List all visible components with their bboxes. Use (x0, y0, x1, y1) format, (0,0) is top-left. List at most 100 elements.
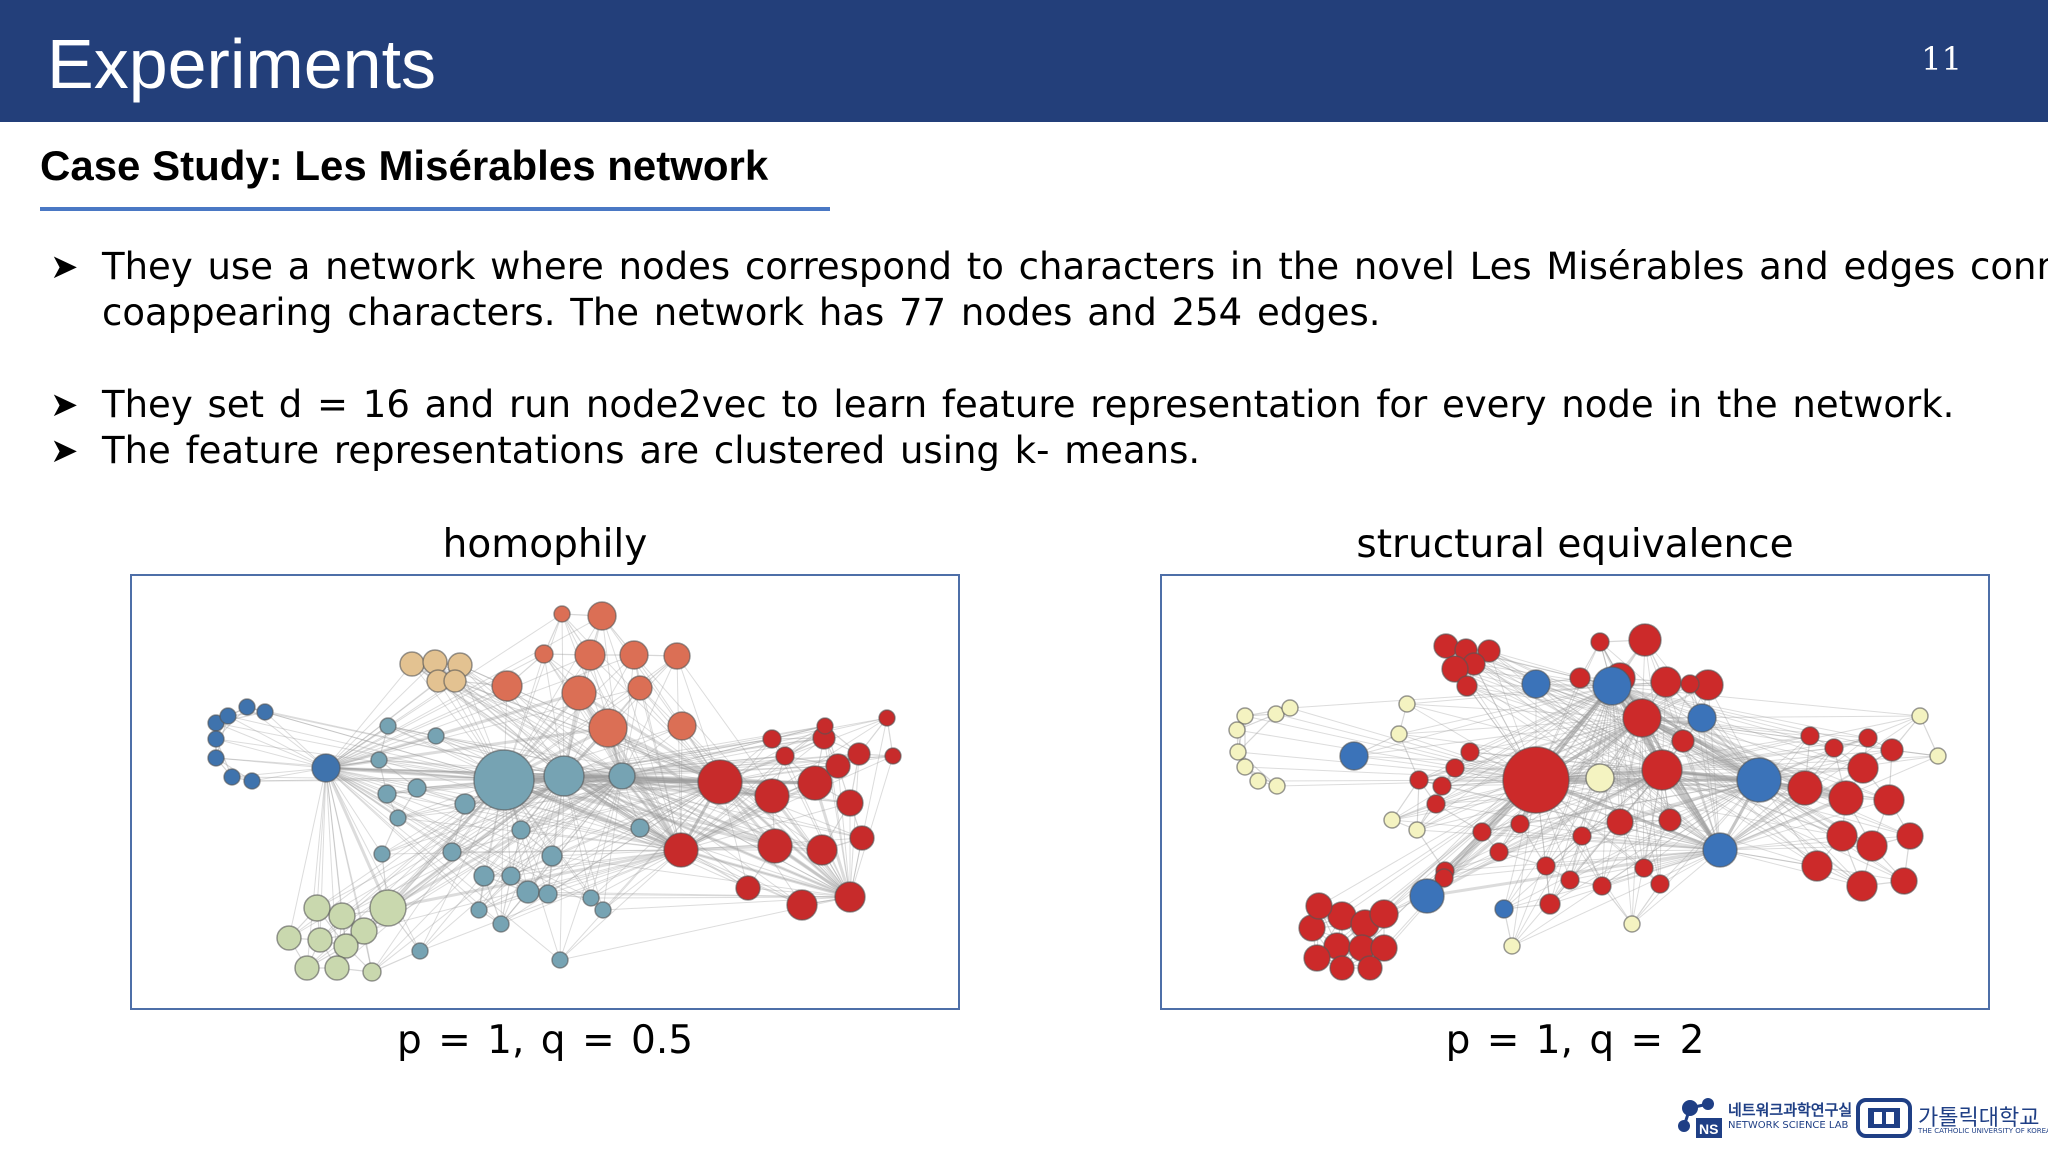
graph-node (588, 708, 628, 748)
graph-node (1828, 780, 1864, 816)
graph-node (379, 717, 397, 735)
slide-header: Experiments 11 (0, 0, 2048, 122)
university-name-english: THE CATHOLIC UNIVERSITY OF KOREA (1918, 1127, 2048, 1135)
graph-node (834, 881, 866, 913)
graph-node (207, 749, 225, 767)
graph-node (1409, 770, 1429, 790)
graph-node (1929, 747, 1947, 765)
graph-node (373, 845, 391, 863)
graph-node (369, 889, 407, 927)
graph-node (551, 951, 569, 969)
figure-title-structural: structural equivalence (1356, 522, 1794, 567)
lab-name-english: NETWORK SCIENCE LAB (1728, 1120, 1849, 1131)
network-figure-structural (1160, 574, 1990, 1010)
graph-node (276, 925, 302, 951)
graph-node (243, 772, 261, 790)
graph-node (1702, 832, 1738, 868)
graph-node (1628, 623, 1662, 657)
graph-node (1445, 758, 1465, 778)
graph-node (427, 727, 445, 745)
graph-node (511, 820, 531, 840)
university-emblem-icon (1856, 1098, 1912, 1138)
graph-node (757, 828, 793, 864)
graph-node (1281, 699, 1299, 717)
graph-node (1847, 752, 1879, 784)
graph-node (1426, 794, 1446, 814)
graph-node (762, 729, 782, 749)
graph-node (1592, 666, 1632, 706)
graph-node (1569, 667, 1591, 689)
bullet-item: ➤ The feature representations are cluste… (50, 428, 1970, 474)
figure-caption-structural: p = 1, q = 2 (1445, 1018, 1705, 1063)
lab-name-korean: 네트워크과학연구실 (1728, 1101, 1853, 1119)
arrow-bullet-icon: ➤ (50, 431, 79, 471)
graph-node (1826, 820, 1858, 852)
graph-node (328, 902, 356, 930)
network-nodes (207, 601, 902, 982)
bullet-text-line: coappearing characters. The network has … (102, 291, 1381, 334)
page-number: 11 (1921, 40, 1962, 78)
network-graph-homophily (207, 601, 902, 982)
graph-node (1606, 808, 1634, 836)
graph-node (1687, 703, 1717, 733)
graph-node (303, 894, 331, 922)
graph-node (754, 778, 790, 814)
graph-node (442, 842, 462, 862)
bullet-text-line: They use a network where nodes correspon… (102, 245, 2048, 288)
svg-text:NS: NS (1699, 1121, 1718, 1137)
graph-node (1671, 729, 1695, 753)
graph-node (1472, 822, 1492, 842)
graph-node (1911, 707, 1929, 725)
graph-node (1585, 763, 1615, 793)
bullet-item: ➤ They use a network where nodes corresp… (50, 244, 2048, 336)
graph-node (1539, 893, 1561, 915)
graph-node (407, 778, 427, 798)
bullet-text-line: The feature representations are clustere… (102, 429, 1201, 472)
graph-node (1408, 821, 1426, 839)
graph-node (816, 717, 834, 735)
graph-node (1460, 742, 1480, 762)
graph-node (491, 670, 523, 702)
graph-node (1846, 870, 1878, 902)
graph-node (294, 955, 320, 981)
graph-node (667, 711, 697, 741)
graph-node (1572, 826, 1592, 846)
bullet-text-line: They set d = 16 and run node2vec to lear… (102, 383, 1955, 426)
graph-node (1303, 944, 1331, 972)
graph-node (516, 880, 540, 904)
heading-underline (40, 207, 830, 211)
network-graph-structural (1228, 623, 1947, 981)
graph-node (1592, 876, 1612, 896)
graph-node (561, 675, 597, 711)
graph-node (473, 865, 495, 887)
graph-node (1502, 746, 1570, 814)
figure-caption-homophily: p = 1, q = 0.5 (396, 1018, 694, 1063)
footer-logos: NS 네트워크과학연구실 NETWORK SCIENCE LAB 가톨릭대학교 … (1676, 1096, 2048, 1142)
graph-node (470, 901, 488, 919)
graph-node (1249, 772, 1267, 790)
graph-node (806, 834, 838, 866)
graph-node (797, 765, 833, 801)
graph-node (775, 746, 795, 766)
graph-node (1680, 674, 1700, 694)
graph-node (307, 927, 333, 953)
graph-node (1236, 758, 1254, 776)
graph-node (1456, 675, 1478, 697)
graph-node (1369, 899, 1399, 929)
graph-node (1409, 878, 1445, 914)
graph-node (207, 730, 225, 748)
graph-node (219, 707, 237, 725)
graph-node (825, 753, 851, 779)
graph-node (1398, 695, 1416, 713)
graph-node (238, 698, 256, 716)
graph-node (534, 644, 554, 664)
graph-node (538, 884, 558, 904)
graph-node (735, 875, 761, 901)
graph-node (1390, 725, 1408, 743)
graph-node (663, 642, 691, 670)
graph-node (1824, 738, 1844, 758)
graph-node (223, 768, 241, 786)
graph-node (594, 901, 612, 919)
network-figure-homophily (130, 574, 960, 1010)
graph-node (411, 942, 429, 960)
